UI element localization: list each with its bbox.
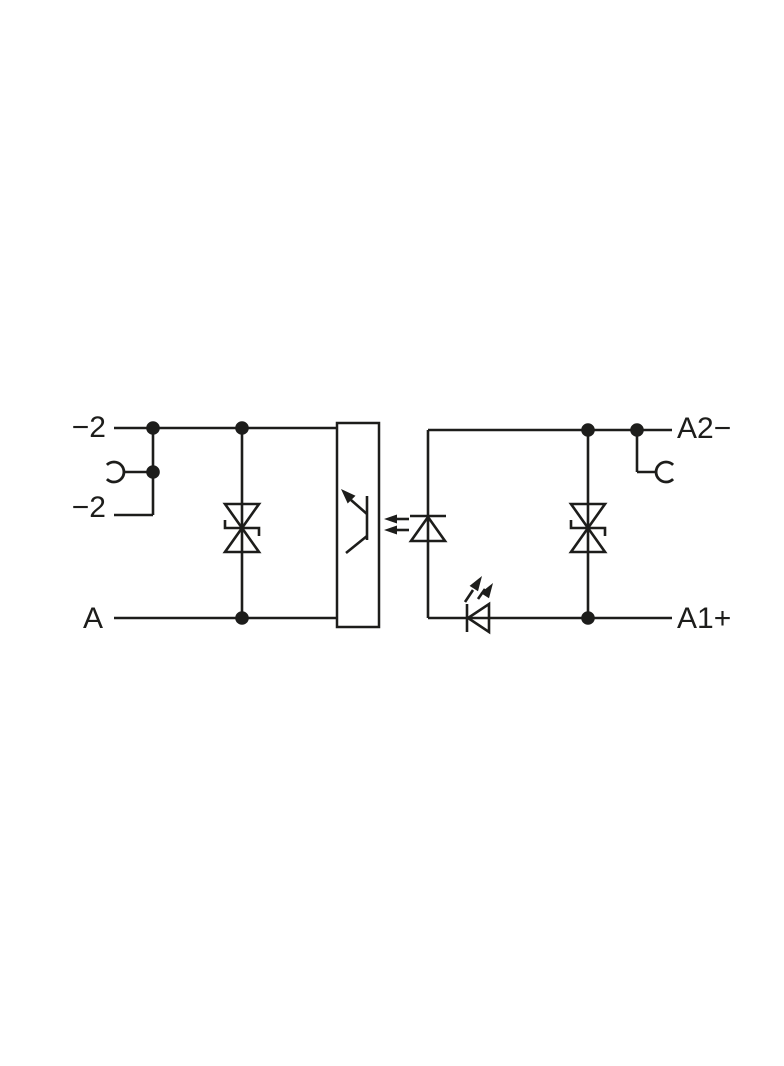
light-arrows-icon — [384, 514, 409, 535]
right-circuit: A2− A1+ — [408, 412, 731, 635]
led-triangle — [408, 514, 448, 543]
emission-arrows-icon — [463, 576, 493, 603]
collector-line — [350, 499, 368, 515]
junction-dot — [630, 423, 644, 437]
terminal-label-a1-plus: A1+ — [677, 602, 731, 635]
terminal-label-minus2-jumper: −2 — [72, 491, 106, 524]
tvs-diode-right — [568, 430, 608, 618]
arrow-head — [480, 583, 493, 599]
junction-dot — [235, 611, 249, 625]
contact-arc-icon — [654, 460, 675, 484]
plug-contact-right — [635, 430, 675, 484]
junction-dot — [235, 421, 249, 435]
phototransistor-symbol — [341, 489, 369, 555]
arrow-icon — [341, 489, 356, 504]
left-circuit: −2 −2 A — [72, 411, 337, 635]
terminal-label-a2-minus: A2− — [677, 412, 731, 445]
junction-dot — [146, 465, 160, 479]
optocoupler — [335, 421, 409, 629]
tvs-triangle-bottom — [568, 525, 608, 554]
emitter-line — [345, 534, 368, 555]
status-led — [463, 576, 493, 635]
junction-dot — [581, 611, 595, 625]
optocoupler-led — [408, 514, 448, 543]
tvs-triangle-top — [222, 502, 262, 531]
arrow-head — [469, 576, 482, 592]
contact-arc-icon — [105, 460, 126, 484]
tvs-triangle-bottom — [222, 525, 262, 554]
arrow-head — [384, 525, 397, 535]
terminal-label-minus2-top: −2 — [72, 411, 106, 444]
tvs-zener-bar — [223, 520, 261, 536]
arrow-tail — [463, 589, 475, 603]
junction-dot — [581, 423, 595, 437]
led-triangle — [465, 601, 491, 635]
tvs-zener-bar — [569, 520, 607, 536]
optocoupler-box — [335, 421, 381, 629]
terminal-label-a: A — [83, 602, 103, 635]
arrow-head — [384, 514, 397, 524]
junction-dot — [146, 421, 160, 435]
tvs-diode-left — [222, 428, 262, 618]
plug-contact-left — [105, 460, 153, 484]
tvs-triangle-top — [568, 502, 608, 531]
